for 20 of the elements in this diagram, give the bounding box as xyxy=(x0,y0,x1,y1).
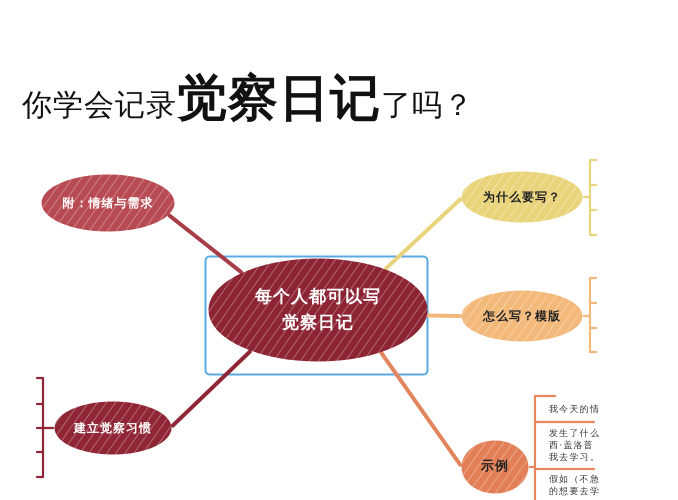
topic-label: 示例 xyxy=(481,458,509,476)
topic-ellipse xyxy=(460,170,584,224)
branch-line xyxy=(170,350,252,428)
topic-ellipse xyxy=(460,439,530,495)
branch-line xyxy=(380,351,462,467)
branch-line xyxy=(168,214,243,274)
note-text: 我今天的情 xyxy=(549,404,601,416)
topic-label: 每个人都可以写觉察日记 xyxy=(254,286,382,335)
topic-label: 附：情绪与需求 xyxy=(62,194,154,212)
title: 你学会记录觉察日记了吗？ xyxy=(22,68,474,129)
branch-line xyxy=(426,314,462,318)
note-text: 发生了什么西·盖洛普我去学习。 xyxy=(549,428,601,464)
topic-label: 怎么写？模版 xyxy=(483,308,561,324)
topic-label: 建立觉察习惯 xyxy=(74,420,152,436)
branch-line xyxy=(384,197,462,270)
note-text: 假如（不急的想要去学 xyxy=(549,474,601,498)
topic-label: 为什么要写？ xyxy=(483,188,561,206)
topic-ellipse xyxy=(53,400,173,456)
topic-ellipse xyxy=(460,289,584,343)
topic-ellipse xyxy=(40,173,176,233)
